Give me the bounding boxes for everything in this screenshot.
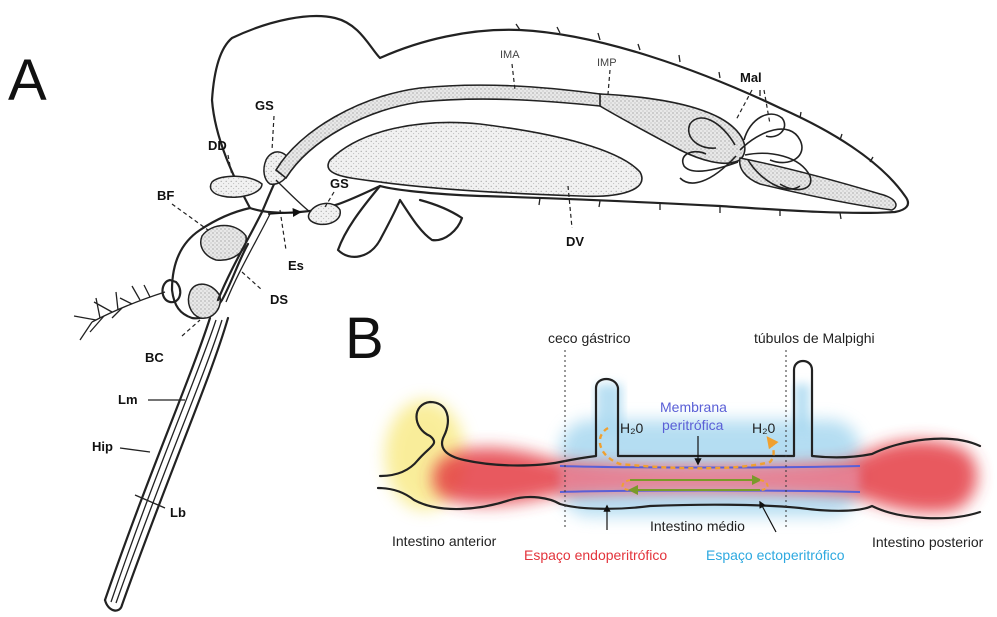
label-ceco-gastrico: ceco gástrico <box>548 330 631 346</box>
salivary-gland-lower <box>308 203 340 224</box>
label-dv: DV <box>566 234 584 249</box>
panel-a: A <box>8 16 908 611</box>
label-membrana: Membrana <box>660 399 727 415</box>
label-intestino-posterior: Intestino posterior <box>872 534 984 550</box>
label-ima: IMA <box>500 49 520 61</box>
panel-b-letter: B <box>345 306 384 371</box>
label-gs-lower: GS <box>330 176 349 191</box>
panel-b: B ceco gástric <box>345 306 984 563</box>
antenna <box>74 285 165 340</box>
label-intestino-medio: Intestino médio <box>650 518 745 534</box>
label-gs-upper: GS <box>255 98 274 113</box>
ventral-diverticulum <box>328 123 642 197</box>
proboscis <box>105 318 228 611</box>
label-intestino-anterior: Intestino anterior <box>392 533 497 549</box>
label-h2o-right: H₂0 <box>752 420 776 436</box>
label-mal: Mal <box>740 70 762 85</box>
label-ds: DS <box>270 292 288 307</box>
label-lm: Lm <box>118 392 138 407</box>
label-espaco-ectoperitrofico: Espaço ectoperitrófico <box>706 547 845 563</box>
label-lb: Lb <box>170 505 186 520</box>
hindgut <box>740 158 896 210</box>
label-es: Es <box>288 258 304 273</box>
ventral-hairs <box>539 198 841 219</box>
label-bc: BC <box>145 350 164 365</box>
panel-a-letter: A <box>8 48 47 113</box>
label-hip: Hip <box>92 439 113 454</box>
label-dd: DD <box>208 138 227 153</box>
ectoperitrophic-tubule-fill <box>794 384 810 434</box>
dorsal-diverticulum <box>210 176 262 197</box>
label-peritrofica: peritrófica <box>662 417 724 433</box>
label-h2o-left: H₂0 <box>620 420 644 436</box>
label-imp: IMP <box>597 57 617 69</box>
cibarial-pump <box>188 284 220 318</box>
label-bf: BF <box>157 188 174 203</box>
label-espaco-endoperitrofico: Espaço endoperitrófico <box>524 547 667 563</box>
label-tubulos-malpighi: túbulos de Malpighi <box>754 330 875 346</box>
